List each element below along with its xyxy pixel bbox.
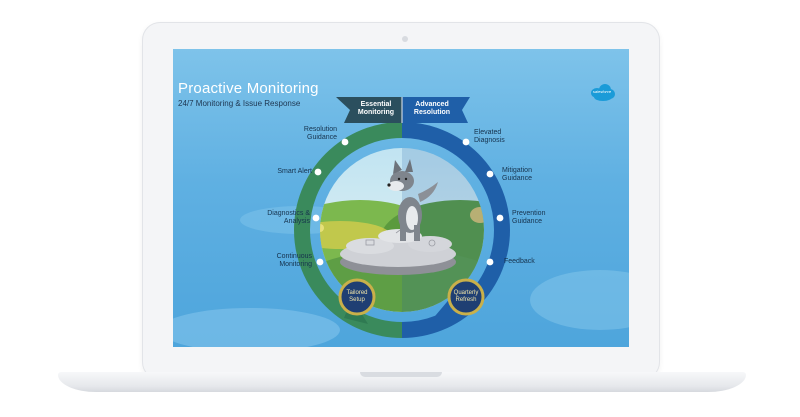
- step-label-elevated-diagnosis: Elevated Diagnosis: [474, 129, 505, 145]
- salesforce-logo-text: salesforce: [592, 89, 612, 94]
- banner-left: [336, 97, 402, 123]
- step-dot: [314, 168, 322, 176]
- bg-cloud: [530, 270, 629, 330]
- step-label-line: Guidance: [502, 175, 532, 182]
- badge-label-line: Quarterly: [453, 290, 479, 296]
- slide-subtitle: 24/7 Monitoring & Issue Response: [178, 99, 301, 108]
- salesforce-logo: [591, 84, 615, 101]
- badge-label-line: Refresh: [455, 297, 477, 303]
- banner-left-line2: Monitoring: [357, 109, 395, 116]
- step-label-continuous-monitoring: Continuous Monitoring: [277, 253, 312, 269]
- step-label-smart-alert: Smart Alert: [277, 168, 312, 176]
- banner-right-line1: Advanced: [415, 101, 449, 108]
- step-label-line: Smart Alert: [277, 168, 312, 175]
- step-dots: [312, 138, 504, 266]
- step-label-line: Feedback: [504, 258, 535, 265]
- step-label-prevention-guidance: Prevention Guidance: [512, 210, 545, 226]
- badge-label-line: Tailored: [346, 290, 368, 296]
- step-label-line: Elevated: [474, 129, 502, 136]
- step-label-mitigation-guidance: Mitigation Guidance: [502, 167, 532, 183]
- webcam-icon: [402, 36, 408, 42]
- laptop-base-notch: [360, 372, 442, 377]
- badge-label-line: Setup: [349, 297, 365, 303]
- bg-cloud: [173, 308, 340, 347]
- step-label-line: Diagnosis: [474, 137, 505, 144]
- step-label-resolution-guidance: Resolution Guidance: [304, 126, 337, 142]
- step-label-line: Continuous: [276, 253, 312, 260]
- step-label-line: Monitoring: [279, 261, 312, 268]
- stone-platform: [340, 229, 456, 275]
- step-dot: [496, 214, 504, 222]
- badge-quarterly-refresh: [447, 278, 485, 316]
- step-dot: [316, 258, 324, 266]
- badge-tailored-setup: [338, 278, 376, 316]
- step-label-diagnostics-analysis: Diagnostics & Analysis: [267, 210, 310, 226]
- banner-left-label: Essential Monitoring: [352, 101, 400, 117]
- step-label-line: Prevention: [512, 210, 546, 217]
- step-label-line: Resolution: [303, 126, 337, 133]
- banner-left-line1: Essential: [360, 101, 392, 108]
- banner: [336, 97, 470, 123]
- badge-label-tailored-setup: Tailored Setup: [340, 290, 374, 304]
- laptop-base: [58, 372, 746, 392]
- banner-right: [402, 97, 470, 123]
- step-label-line: Mitigation: [502, 167, 532, 174]
- step-dot: [341, 138, 349, 146]
- step-dot: [312, 214, 320, 222]
- slide-title: Proactive Monitoring: [178, 80, 319, 97]
- step-dot: [486, 170, 494, 178]
- step-label-feedback: Feedback: [504, 258, 535, 266]
- badge-label-quarterly-refresh: Quarterly Refresh: [449, 290, 483, 304]
- step-label-line: Analysis: [283, 218, 310, 225]
- step-label-line: Diagnostics &: [267, 210, 310, 217]
- banner-right-line2: Resolution: [413, 109, 451, 116]
- banner-right-label: Advanced Resolution: [404, 101, 460, 117]
- step-label-line: Guidance: [512, 218, 542, 225]
- wolf-mascot-illustration: [387, 159, 438, 241]
- step-dot: [462, 138, 470, 146]
- step-label-line: Guidance: [307, 134, 337, 141]
- step-dot: [486, 258, 494, 266]
